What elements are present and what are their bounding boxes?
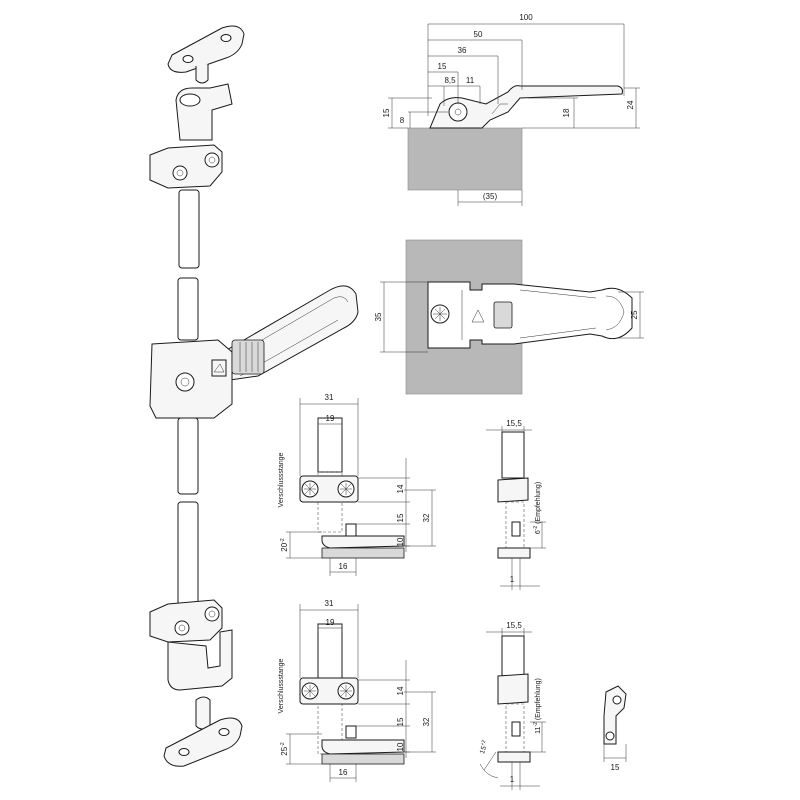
dim-16-upper: 16: [339, 562, 348, 571]
dim-32-lower: 32: [422, 717, 431, 726]
rod-guide-side-lower: 15+2 15,5 11-2 (Empfehlung) 1: [477, 621, 546, 790]
dim-16-lower: 16: [339, 768, 348, 777]
top-keeper-plate: [167, 25, 245, 84]
rod-guide-side-upper: 15,5 6-2 (Empfehlung) 1: [486, 419, 546, 590]
top-rod-guide: [149, 83, 233, 189]
main-lock-handle: [149, 285, 359, 419]
small-keeper-view: 15: [603, 685, 627, 772]
dim-15-5-upper: 15,5: [506, 419, 522, 428]
dim-35: 35: [374, 312, 383, 321]
dim-18v: 18: [562, 108, 571, 117]
middle-rod-segment-top: [177, 277, 199, 341]
dim-1-lower: 1: [510, 775, 515, 784]
lower-rod-segment: [177, 501, 199, 607]
rod-guide-front-lower: 31 19 14 15 10 32 16 25-2 Verschlussstan…: [278, 599, 436, 782]
rod-label-upper: Verschlussstange: [278, 452, 285, 507]
dim-15-5-lower: 15,5: [506, 621, 522, 630]
dim-50: 50: [474, 30, 483, 39]
dim-15v: 15: [382, 108, 391, 117]
upper-rod-segment: [178, 189, 200, 269]
dim-19-upper: 19: [326, 414, 335, 423]
assembly-illustration: [149, 25, 359, 767]
dim-25-lower: 25-2: [280, 742, 289, 756]
handle-side-view: 100 50 36 15 8,5 11 15 8 18 24 (: [382, 13, 640, 206]
dim-angle-15: 15+2: [477, 739, 490, 755]
middle-rod-segment-bottom: [177, 417, 199, 495]
dim-1-upper: 1: [510, 575, 515, 584]
dim-15-upper: 15: [396, 513, 405, 522]
door-panel-side: [407, 127, 523, 191]
dim-11-recommend: 11-2 (Empfehlung): [533, 678, 542, 734]
bottom-keeper-plate: [163, 696, 243, 767]
dim-31-lower: 31: [325, 599, 334, 608]
dim-14-lower: 14: [396, 686, 405, 695]
dim-10-upper: 10: [396, 537, 405, 546]
dim-32-upper: 32: [422, 513, 431, 522]
dim-10-lower: 10: [396, 742, 405, 751]
dim-24v: 24: [626, 100, 635, 109]
dim-15: 15: [438, 62, 447, 71]
dim-15-small: 15: [611, 763, 620, 772]
dim-31-upper: 31: [325, 393, 334, 402]
dim-36: 36: [458, 46, 467, 55]
dim-35-ref: (35): [483, 192, 498, 201]
dim-15-lower: 15: [396, 717, 405, 726]
dim-11: 11: [466, 76, 475, 85]
dim-6-recommend: 6-2 (Empfehlung): [533, 482, 542, 534]
rod-guide-front-upper: 31 19 14 15 10 32 16 20-2 Verschlussstan…: [278, 393, 436, 576]
dim-14-upper: 14: [396, 484, 405, 493]
bottom-rod-guide: [149, 599, 233, 691]
dim-25: 25: [630, 310, 639, 319]
rod-label-lower: Verschlussstange: [278, 658, 285, 713]
dim-20-upper: 20-2: [280, 538, 289, 552]
handle-front-view: 35 25: [374, 239, 644, 395]
dim-8-5: 8,5: [444, 76, 456, 85]
dim-19-lower: 19: [326, 618, 335, 627]
dim-8v: 8: [400, 116, 405, 125]
dim-100: 100: [519, 13, 533, 22]
